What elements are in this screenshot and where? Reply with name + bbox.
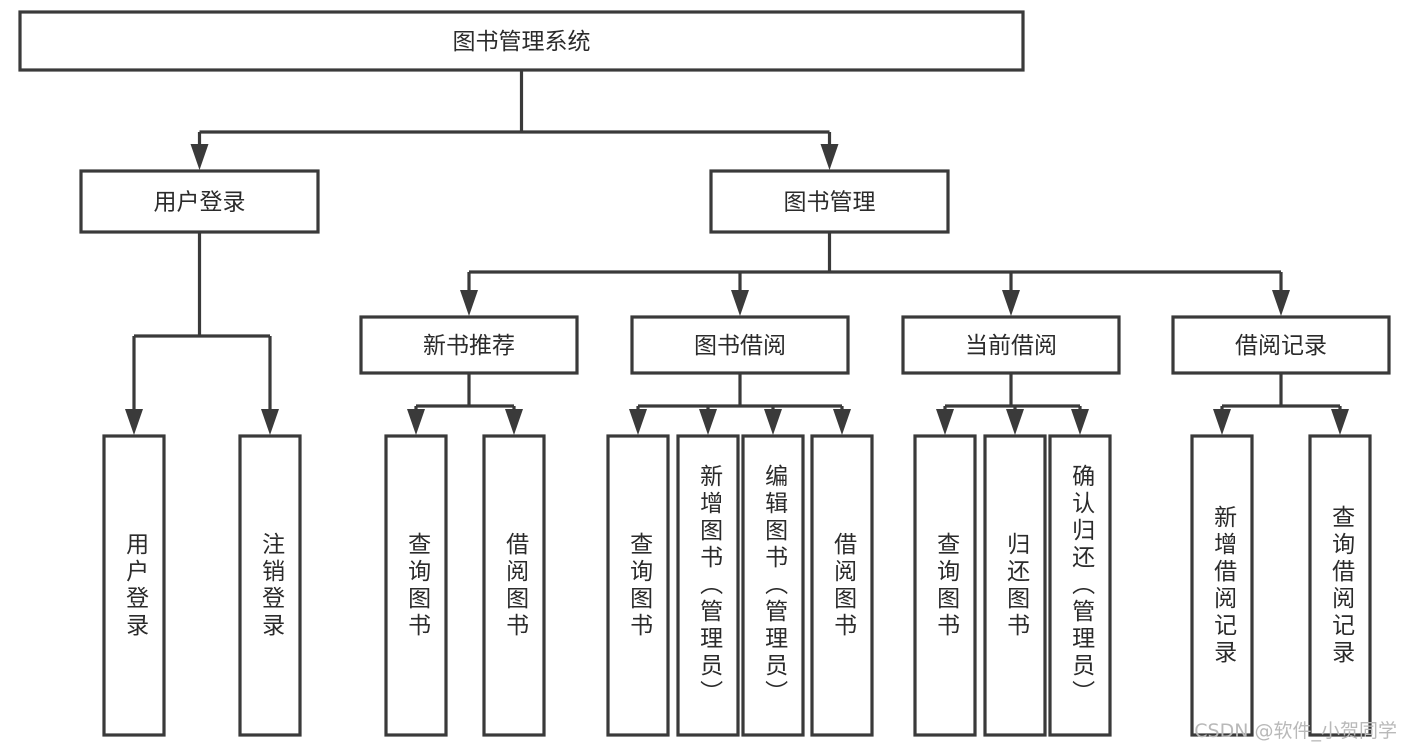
node-box-borrow-record[interactable]	[1171, 315, 1391, 375]
arrow-head-icon	[764, 409, 782, 435]
node-box-leaf-query-book-rec[interactable]	[384, 434, 448, 737]
node-box-layer	[18, 10, 1391, 737]
node-box-book-borrow[interactable]	[630, 315, 850, 375]
arrow-head-icon	[833, 409, 851, 435]
connector-layer	[125, 70, 1349, 435]
node-box-leaf-borrow-book[interactable]	[810, 434, 874, 737]
arrow-head-icon	[1331, 409, 1349, 435]
node-box-leaf-add-book[interactable]	[676, 434, 740, 737]
arrow-head-icon	[407, 409, 425, 435]
node-box-leaf-confirm-return[interactable]	[1048, 434, 1112, 737]
arrow-head-icon	[1213, 409, 1231, 435]
arrow-head-icon	[505, 409, 523, 435]
node-box-user-login[interactable]	[79, 169, 320, 234]
arrow-head-icon	[190, 144, 209, 170]
node-label-current-borrow: 当前借阅	[965, 333, 1057, 359]
arrow-head-icon	[731, 290, 749, 316]
arrow-head-icon	[1002, 290, 1020, 316]
node-box-leaf-query-book-borrow[interactable]	[606, 434, 670, 737]
node-label-book-manage: 图书管理	[784, 190, 876, 216]
node-label-book-borrow: 图书借阅	[694, 333, 786, 359]
node-box-book-manage[interactable]	[709, 169, 950, 234]
node-label-new-book-rec: 新书推荐	[423, 333, 515, 359]
node-box-leaf-add-record[interactable]	[1190, 434, 1254, 737]
node-label-root: 图书管理系统	[453, 29, 591, 55]
arrow-head-icon	[629, 409, 647, 435]
node-box-root[interactable]	[18, 10, 1025, 72]
node-label-borrow-record: 借阅记录	[1235, 333, 1327, 359]
node-box-leaf-user-logout[interactable]	[238, 434, 302, 737]
node-box-leaf-edit-book[interactable]	[741, 434, 805, 737]
arrow-head-icon	[820, 144, 839, 170]
node-label-user-login: 用户登录	[154, 190, 246, 216]
node-box-leaf-return-book[interactable]	[983, 434, 1047, 737]
arrow-head-icon	[699, 409, 717, 435]
arrow-head-icon	[936, 409, 954, 435]
arrow-head-icon	[125, 409, 143, 435]
node-box-current-borrow[interactable]	[901, 315, 1121, 375]
arrow-head-icon	[460, 290, 478, 316]
node-box-leaf-borrow-book-rec[interactable]	[482, 434, 546, 737]
arrow-head-icon	[261, 409, 279, 435]
node-box-leaf-query-book-cur[interactable]	[913, 434, 977, 737]
csdn-watermark: CSDN @软件_小贺同学	[1194, 720, 1397, 742]
arrow-head-icon	[1071, 409, 1089, 435]
node-box-leaf-query-record[interactable]	[1308, 434, 1372, 737]
node-box-new-book-rec[interactable]	[359, 315, 579, 375]
arrow-head-icon	[1272, 290, 1290, 316]
node-box-leaf-user-login[interactable]	[102, 434, 166, 737]
arrow-head-icon	[1006, 409, 1024, 435]
